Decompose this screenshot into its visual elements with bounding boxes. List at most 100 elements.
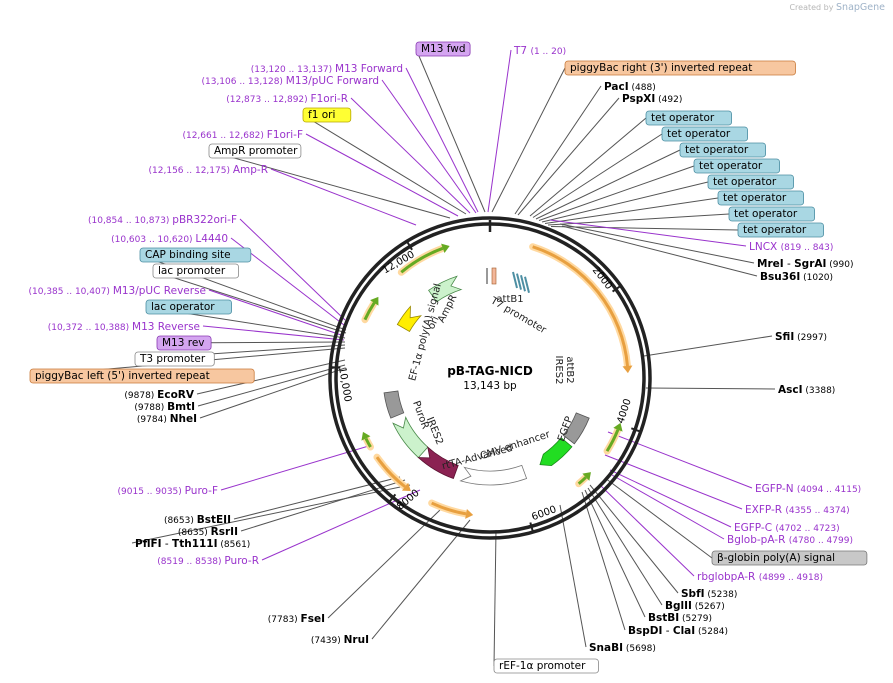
feature-label-attb1: attB1 [496, 294, 523, 305]
primer-f1orir: (12,873 .. 12,892) F1ori-R [226, 93, 348, 105]
backbone-outer-circle [328, 216, 652, 540]
box-teto5 [707, 174, 794, 190]
box-teto1 [645, 110, 732, 126]
box-teto6 [717, 190, 804, 206]
enzyme-bglii: BglII (5267) [665, 600, 725, 612]
arc-bottom-orange [431, 501, 467, 516]
label-teto4: tet operator [699, 160, 763, 172]
enzyme-pspxi: PspXI (492) [622, 93, 682, 105]
feature-label-puror: PuroR [410, 400, 430, 431]
primer-egfpc: EGFP-C (4702 .. 4723) [734, 522, 840, 534]
leader-fsei [327, 509, 441, 619]
tick-mark [529, 522, 534, 533]
leader-nrui [371, 519, 471, 640]
primer-egfpn: EGFP-N (4094 .. 4115) [755, 483, 861, 495]
box-teto7 [737, 222, 824, 238]
ires2-left-block [383, 390, 405, 419]
enzyme-bmti: (9788) BmtI [134, 401, 195, 413]
arc-green-left2 [364, 437, 372, 448]
leader-teto5 [541, 181, 709, 223]
leader-bglobpa [611, 474, 725, 540]
ampr-block [428, 275, 463, 303]
feature-label-ori: ori [426, 315, 441, 331]
cmv-block [459, 464, 528, 486]
enzyme-rsrii: (8635) RsrII [178, 526, 238, 538]
leader-lines [29, 48, 776, 667]
plasmid-name: pB-TAG-NICD [447, 364, 533, 378]
label-cap: CAP binding site [145, 249, 231, 261]
leader-teto2 [532, 133, 663, 218]
leader-bspdi [581, 491, 626, 631]
leader-teto3 [535, 149, 681, 220]
enzyme-sbfi: SbfI (5238) [681, 588, 737, 600]
leader-teto7 [547, 213, 730, 226]
arc-right-orange-glow [529, 243, 631, 370]
primer-m13f: (13,120 .. 13,137) M13 Forward [251, 63, 403, 75]
enzyme-nrui: (7439) NruI [311, 634, 369, 646]
tick-mark [630, 427, 642, 433]
box-pbleft [29, 368, 255, 384]
arc-right-orange [532, 245, 629, 367]
leader-m13f [405, 67, 479, 213]
leader-rsrii [240, 479, 406, 532]
enzyme-nhei: (9784) NheI [137, 413, 197, 425]
feature-arcs [361, 243, 633, 519]
box-teto2 [661, 126, 748, 142]
label-bglobin: β-globin poly(A) signal [717, 552, 835, 564]
snapgene-credit: Created by SnapGene [789, 2, 885, 13]
enzyme-sfii: SfiI (2997) [775, 331, 827, 343]
leader-pspxi [517, 97, 620, 216]
enzyme-paci: PacI (488) [604, 81, 656, 93]
label-teto2: tet operator [667, 128, 731, 140]
label-pbright: piggyBac right (3') inverted repeat [570, 62, 752, 74]
leader-bglii [587, 487, 663, 606]
box-cap [139, 247, 252, 263]
box-teto3 [679, 142, 766, 158]
primer-exfpr: EXFP-R (4355 .. 4374) [745, 504, 850, 516]
box-ampprom [208, 143, 302, 159]
leader-pbright [491, 67, 566, 213]
feature-label-ef1apa: EF-1α poly(A) signal [407, 282, 444, 382]
leader-puror [261, 489, 421, 561]
box-pbright [564, 60, 796, 76]
enzyme-asci: AscI (3388) [778, 384, 835, 396]
tet-operator-marker [516, 273, 522, 290]
arc-bottom-orange-head [465, 508, 474, 519]
rtta-block [417, 446, 459, 480]
leader-m13puc [381, 79, 477, 214]
leader-sfii [643, 335, 773, 357]
puror-block [392, 416, 429, 459]
enzyme-bsu36i: Bsu36I (1020) [760, 271, 833, 283]
box-t3prom [134, 351, 215, 367]
box-ref1a [493, 658, 599, 674]
credit-prefix: Created by [789, 3, 834, 12]
arc-green-right2 [577, 476, 587, 485]
primer-t7: T7 (1 .. 20) [513, 45, 566, 57]
leader-ampr [270, 168, 417, 226]
leader-t7 [487, 49, 512, 213]
feature-label-attb2: attB2 [564, 356, 575, 383]
plasmid-size: 13,143 bp [463, 380, 517, 392]
primer-puror: (8519 .. 8538) Puro-R [157, 555, 259, 567]
leader-nhei [199, 367, 346, 419]
leader-teto1 [529, 117, 647, 217]
label-f1ori: f1 ori [308, 109, 335, 121]
primer-pbr322: (10,854 .. 10,873) pBR322ori-F [88, 214, 237, 226]
leader-pbr322 [239, 218, 346, 321]
enzyme-mrei: MreI - SgrAI (990) [757, 258, 853, 270]
enzyme-fsei: (7783) FseI [268, 613, 325, 625]
leader-snabi [559, 504, 587, 648]
enzyme-bstbi: BstBI (5279) [648, 612, 712, 624]
enzyme-ecorv: (9878) EcoRV [124, 389, 194, 401]
tet-operator-marker [512, 271, 518, 289]
leader-f1ori [302, 114, 467, 215]
label-ampprom: AmpR promoter [214, 145, 298, 157]
leader-teto4 [538, 165, 695, 221]
primer-ampr: (12,156 .. 12,175) Amp-R [149, 164, 268, 176]
leader-teto6 [544, 197, 719, 224]
leader-m13pucrev [208, 289, 345, 337]
arc-green-top-head [441, 243, 450, 254]
box-f1ori [302, 107, 352, 123]
